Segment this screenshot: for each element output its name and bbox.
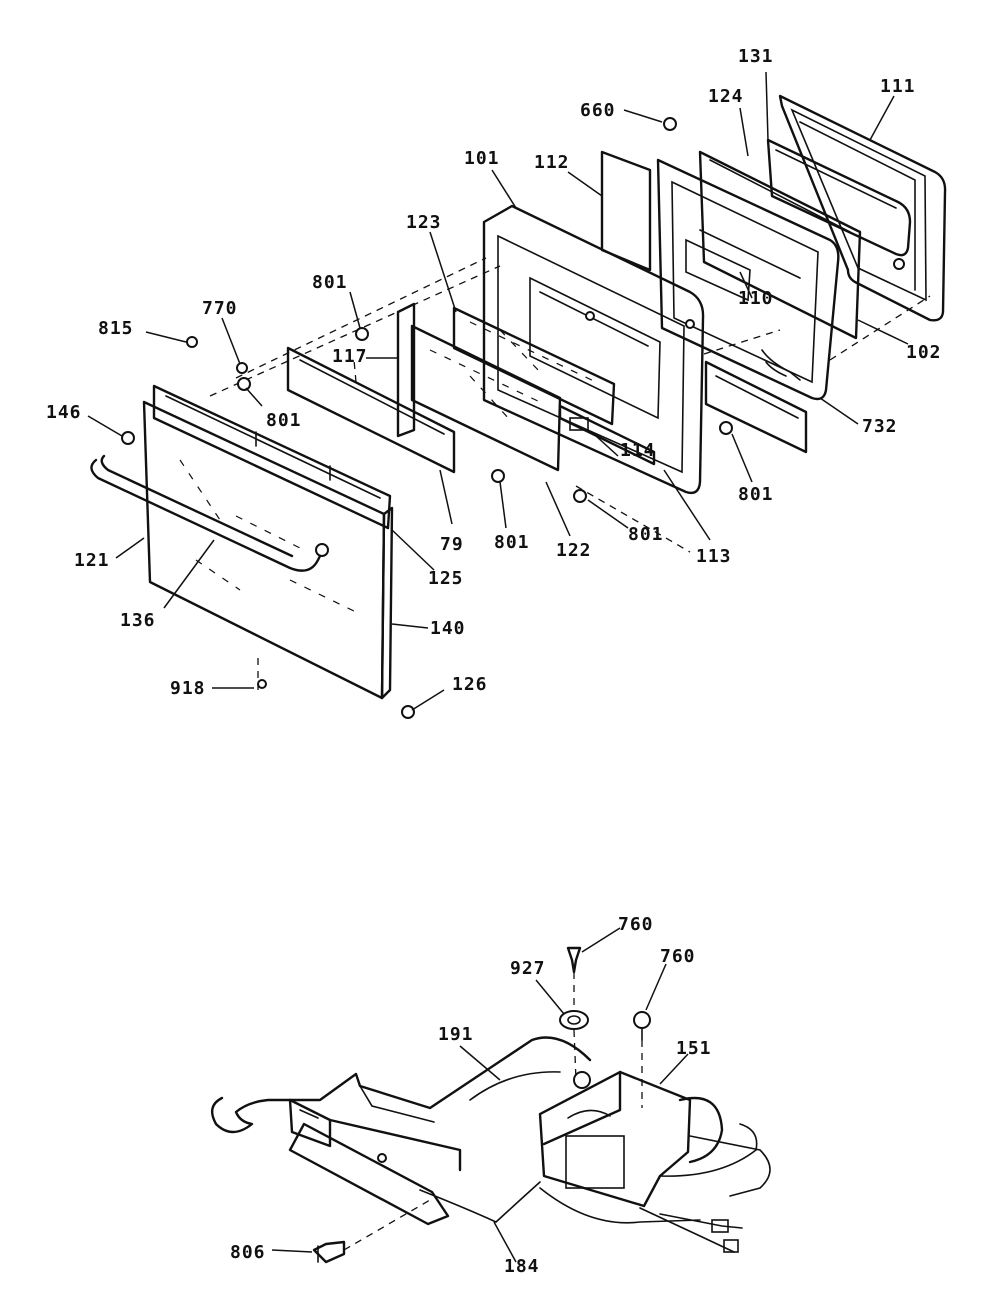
part-79-shield <box>286 346 456 474</box>
part-151-motor-housing <box>538 1070 771 1208</box>
label-114: 114 <box>620 440 656 461</box>
part-136-handle <box>90 454 326 572</box>
label-801a: 801 <box>312 272 348 293</box>
screw-660 <box>663 117 677 131</box>
part-131-frame <box>766 138 912 257</box>
label-111: 111 <box>880 76 916 97</box>
label-112: 112 <box>534 152 570 173</box>
part-121-outer-panel <box>142 400 386 700</box>
oven-door-assembly <box>87 71 947 719</box>
part-191-latch-arm <box>210 1036 592 1172</box>
label-801b: 801 <box>266 410 302 431</box>
part-111-rear-frame <box>778 94 947 322</box>
screw-760b <box>633 1011 651 1041</box>
part-184-link <box>288 1122 541 1226</box>
screw-770 <box>236 362 248 374</box>
part-114-retainer <box>558 404 656 466</box>
label-760a: 760 <box>618 914 654 935</box>
label-110: 110 <box>738 288 774 309</box>
part-732-latch <box>761 349 801 381</box>
label-151: 151 <box>676 1038 712 1059</box>
label-101: 101 <box>464 148 500 169</box>
label-126: 126 <box>452 674 488 695</box>
label-131: 131 <box>738 46 774 67</box>
screw-801d <box>491 469 505 483</box>
screw-801a <box>355 327 369 341</box>
screw-801e <box>573 489 587 503</box>
label-660: 660 <box>580 100 616 121</box>
label-121: 121 <box>74 550 110 571</box>
label-140: 140 <box>430 618 466 639</box>
label-102: 102 <box>906 342 942 363</box>
label-113: 113 <box>696 546 732 567</box>
part-117-bracket <box>396 302 416 438</box>
label-146: 146 <box>46 402 82 423</box>
wire-harness <box>539 1187 743 1253</box>
label-732: 732 <box>862 416 898 437</box>
label-770: 770 <box>202 298 238 319</box>
label-125: 125 <box>428 568 464 589</box>
screw-760a <box>566 946 582 974</box>
part-labels: 660 131 111 124 101 112 123 110 102 801 … <box>46 46 942 1277</box>
label-136: 136 <box>120 610 156 631</box>
part-140-trim <box>380 506 394 700</box>
part-113-window-frame <box>704 360 808 454</box>
part-123-glass <box>452 306 616 426</box>
label-801c: 801 <box>738 484 774 505</box>
label-760b: 760 <box>660 946 696 967</box>
washer-927 <box>559 1010 589 1030</box>
door-latch-assembly <box>210 927 771 1264</box>
label-801e: 801 <box>628 524 664 545</box>
label-918: 918 <box>170 678 206 699</box>
label-815: 815 <box>98 318 134 339</box>
bolt-806 <box>312 1240 346 1264</box>
screw-801b <box>237 377 251 391</box>
screw-918 <box>257 679 267 689</box>
part-125-panel <box>152 384 392 530</box>
label-124: 124 <box>708 86 744 107</box>
label-122: 122 <box>556 540 592 561</box>
part-122-glass <box>410 324 562 472</box>
label-117: 117 <box>332 346 368 367</box>
label-801d: 801 <box>494 532 530 553</box>
label-191: 191 <box>438 1024 474 1045</box>
part-112-liner <box>600 150 840 401</box>
label-806: 806 <box>230 1242 266 1263</box>
screw-146 <box>121 431 135 445</box>
label-927: 927 <box>510 958 546 979</box>
label-184: 184 <box>504 1256 540 1277</box>
screw-136 <box>315 543 329 557</box>
part-124-panel <box>698 150 862 340</box>
label-123: 123 <box>406 212 442 233</box>
screw-801c <box>719 421 733 435</box>
part-101-door-frame <box>482 204 705 495</box>
label-79: 79 <box>440 534 464 555</box>
screw-126 <box>401 705 415 719</box>
screw-815 <box>186 336 198 348</box>
